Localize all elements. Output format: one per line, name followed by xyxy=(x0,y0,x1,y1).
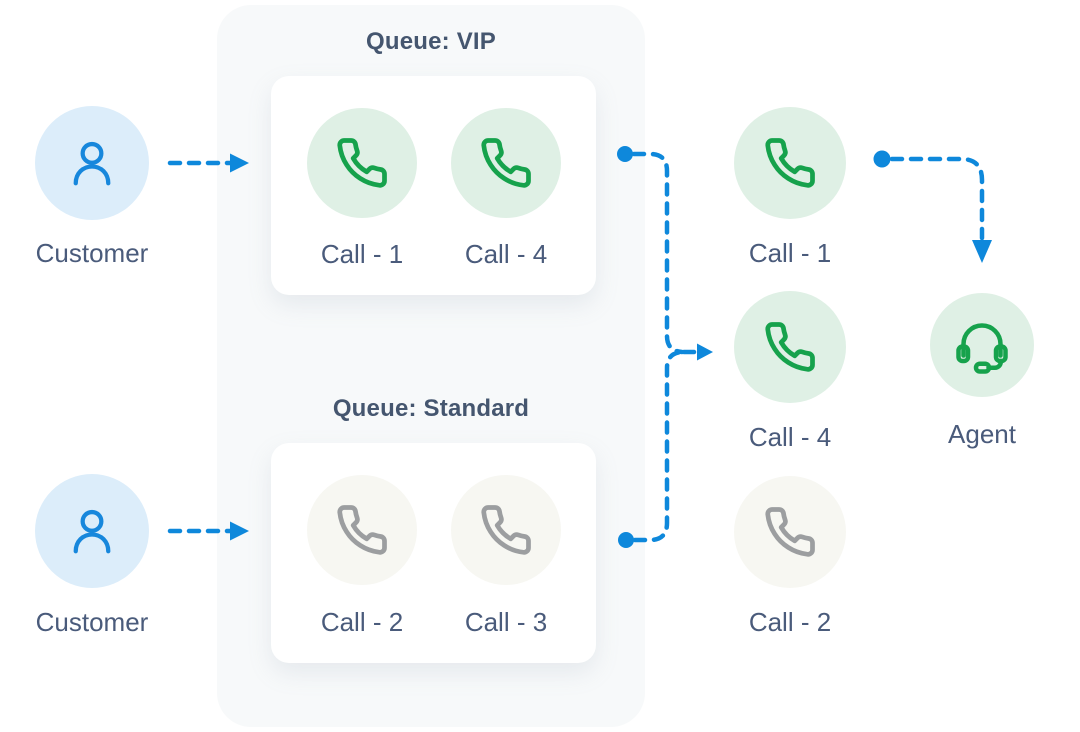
queue-vip-card: Call - 1 Call - 4 xyxy=(271,76,596,295)
customer-circle xyxy=(35,474,149,588)
phone-icon xyxy=(765,322,815,372)
queues-panel: Queue: VIP Call - 1 Call - 4 Queue: Stan… xyxy=(217,5,645,727)
phone-icon xyxy=(337,505,387,555)
headset-icon xyxy=(956,323,1008,374)
call-label: Call - 3 xyxy=(464,607,548,637)
user-icon xyxy=(73,141,111,186)
queue-vip-title: Queue: VIP xyxy=(365,28,497,55)
call-label: Call - 1 xyxy=(320,239,404,269)
phone-icon xyxy=(481,505,531,555)
call-label: Call - 2 xyxy=(320,607,404,637)
customer-label: Customer xyxy=(35,238,149,268)
routed-call-circle xyxy=(734,476,846,588)
routed-call-label: Call - 2 xyxy=(748,607,832,637)
customer-label: Customer xyxy=(35,607,149,637)
phone-icon xyxy=(765,138,815,188)
agent-label: Agent xyxy=(948,419,1016,449)
routed-call-label: Call - 1 xyxy=(748,238,832,268)
customer-circle xyxy=(35,106,149,220)
arrow-call1-to-agent xyxy=(873,150,992,263)
call-circle xyxy=(307,108,417,218)
call-label: Call - 4 xyxy=(464,239,548,269)
queue-standard-card: Call - 2 Call - 3 xyxy=(271,443,596,663)
call-circle xyxy=(451,108,561,218)
phone-icon xyxy=(765,507,815,557)
phone-icon xyxy=(481,138,531,188)
call-circle xyxy=(307,475,417,585)
queue-standard-title: Queue: Standard xyxy=(332,395,530,422)
agent-circle xyxy=(930,293,1034,397)
user-icon xyxy=(73,509,111,554)
routed-call-label: Call - 4 xyxy=(748,422,832,452)
routed-call-circle xyxy=(734,107,846,219)
call-circle xyxy=(451,475,561,585)
routed-call-circle xyxy=(734,291,846,403)
phone-icon xyxy=(337,138,387,188)
arrow-merge-to-call4 xyxy=(681,343,713,361)
